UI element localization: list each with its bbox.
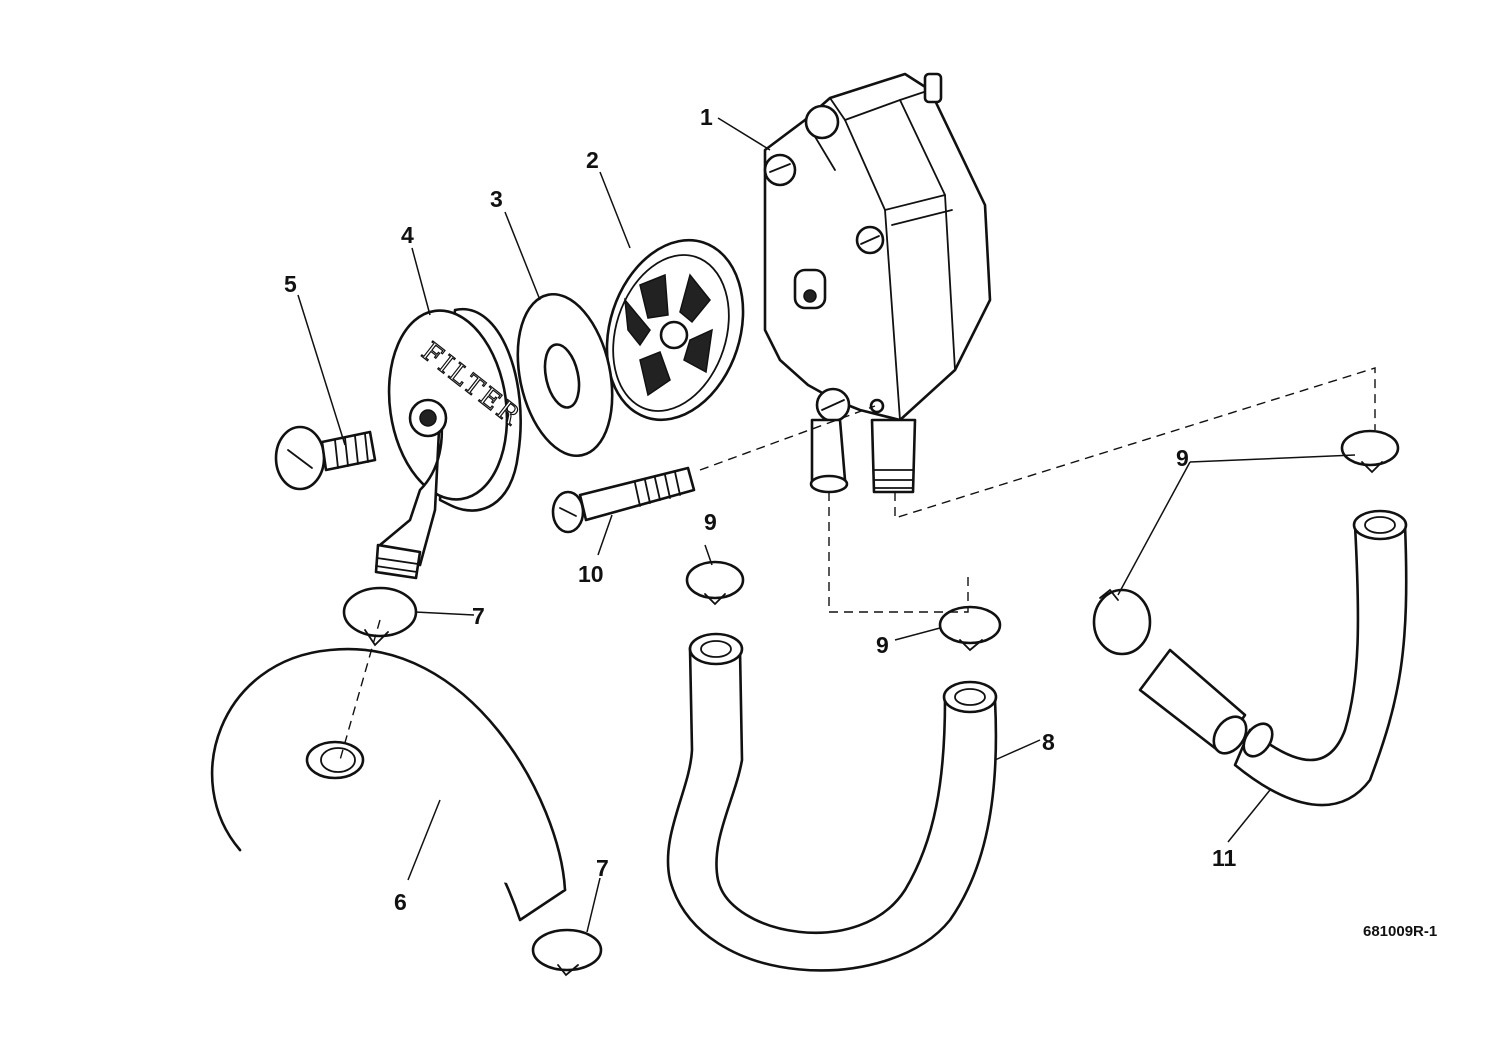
callout-7-upper: 7 <box>472 603 485 629</box>
callout-5: 5 <box>284 271 297 297</box>
callout-11: 11 <box>1212 845 1237 871</box>
filter-cover: FILTER <box>374 307 527 580</box>
callout-10: 10 <box>578 561 604 587</box>
callout-2: 2 <box>586 147 599 173</box>
callout-8: 8 <box>1042 729 1055 755</box>
callout-1: 1 <box>700 104 713 130</box>
leader-lines <box>297 117 1356 933</box>
figure-number: 681009R-1 <box>1363 923 1437 940</box>
callout-6: 6 <box>394 889 407 915</box>
callout-4: 4 <box>401 222 414 248</box>
hose-clamp-center <box>685 560 745 606</box>
fuel-hose-u-shaped <box>666 632 998 972</box>
callout-3: 3 <box>490 186 503 212</box>
callout-7-lower: 7 <box>596 855 609 881</box>
hose-clamp-right-side <box>1092 588 1152 656</box>
callout-9-right: 9 <box>1176 445 1189 471</box>
fuel-hose-looped <box>210 647 567 922</box>
assembly-lines <box>339 367 1376 761</box>
fuel-pump-body <box>763 72 992 494</box>
filter-screen-plate <box>605 238 745 422</box>
hose-clamp-lower-left <box>531 928 603 977</box>
callout-numbers: 1 2 3 4 5 6 7 7 8 9 9 9 10 11 <box>284 104 1237 915</box>
hose-clamp-right-center <box>938 605 1002 652</box>
gasket <box>516 292 614 458</box>
callout-9-center: 9 <box>704 509 717 535</box>
thumb-screw <box>274 425 377 491</box>
hose-clamp-right-upper <box>1340 429 1400 474</box>
hose-clamp-upper-left <box>342 586 418 647</box>
callout-9-right-center: 9 <box>876 632 889 658</box>
screw <box>551 466 696 534</box>
fuel-hose-l-shaped <box>1138 509 1408 807</box>
